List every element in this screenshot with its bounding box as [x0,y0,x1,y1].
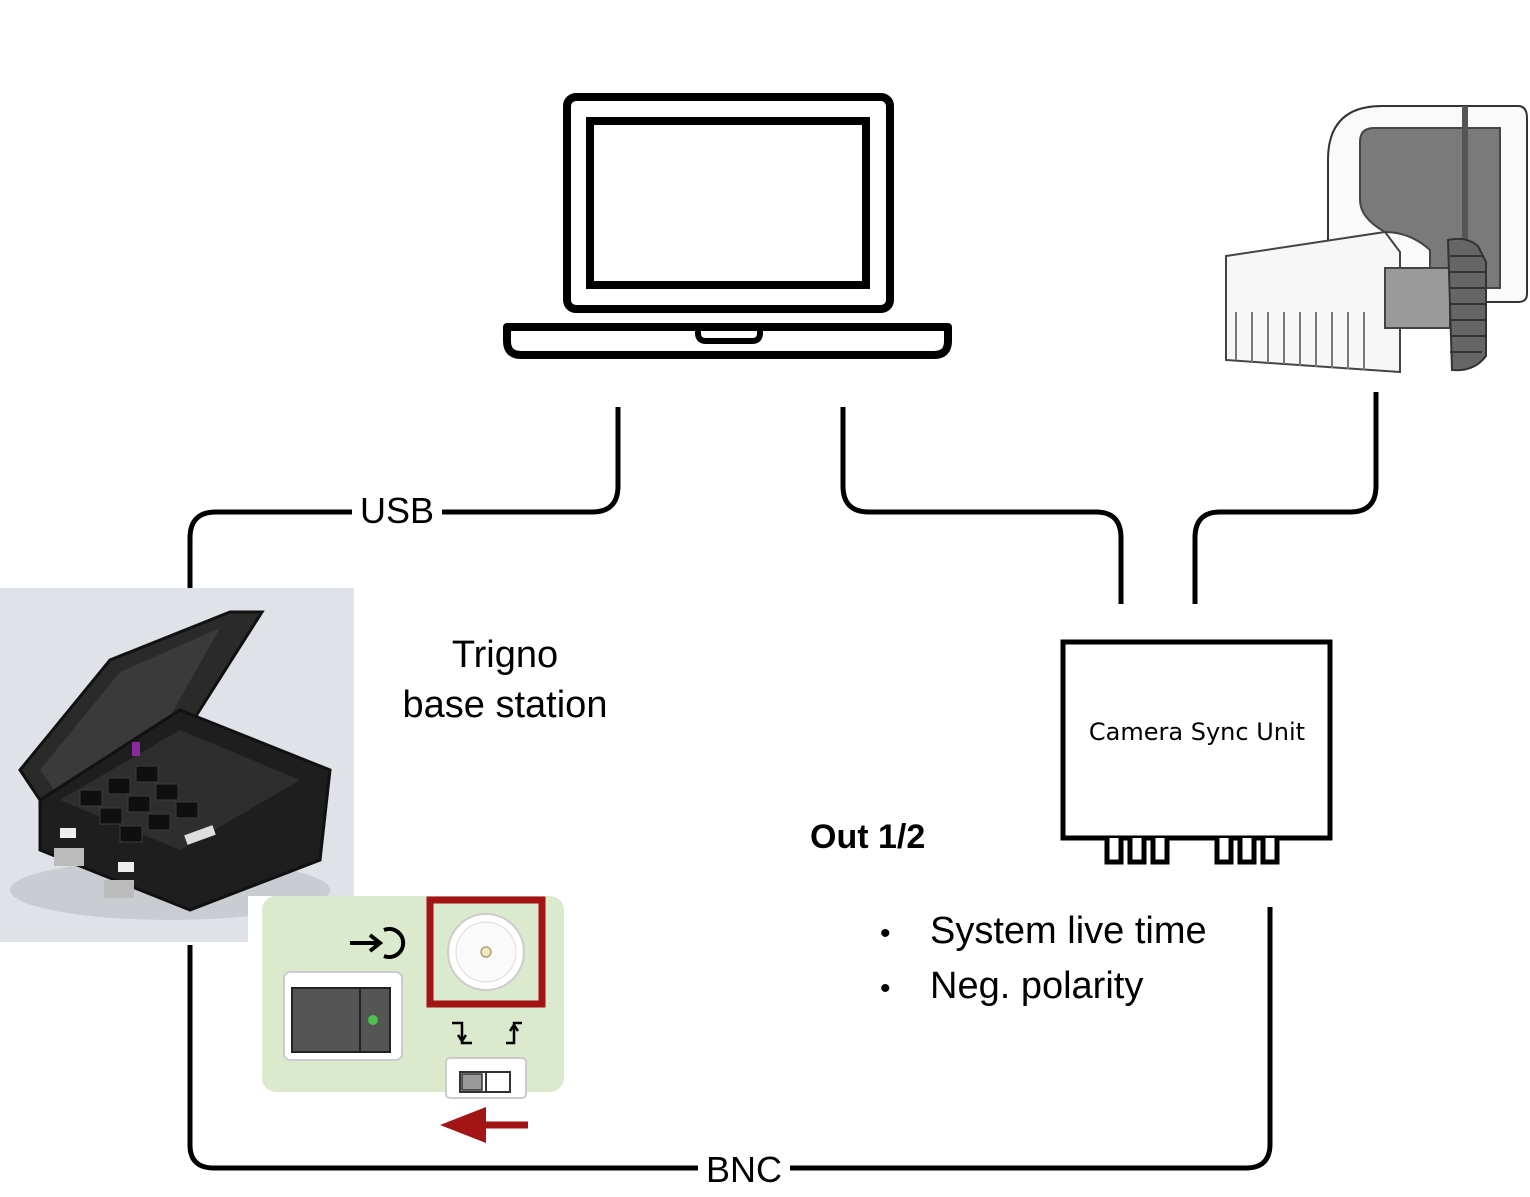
base-station-label-line1: Trigno [451,634,559,676]
bnc-label: BNC [698,1150,791,1190]
base-station-case-icon [0,588,354,942]
usb-label: USB [352,491,443,531]
output-settings-list: System live time Neg. polarity [880,905,1207,1015]
output-setting-live-time: System live time [930,910,1207,952]
camera-to-sync-cable [1192,392,1379,604]
sync-unit-ports [1104,838,1280,865]
polarity-switch-icon [459,1071,511,1093]
camera-icon [1225,105,1528,374]
camera-sync-unit [1060,639,1333,865]
laptop-to-sync-cable [840,407,1124,604]
list-item: System live time [880,905,1207,960]
base-station-label-line2: base station [402,684,608,726]
output-setting-polarity: Neg. polarity [930,965,1144,1007]
output-label: Out 1/2 [810,818,926,856]
base-station-label: Trigno base station [380,630,630,730]
laptop-icon [503,93,952,359]
trigger-input-icon [350,927,406,959]
bnc-input-panel-icon [248,896,564,1105]
rising-edge-icon [506,1021,522,1045]
sync-unit-label: Camera Sync Unit [1088,718,1306,746]
falling-edge-icon [452,1021,472,1045]
left-arrow-icon [440,1107,528,1143]
list-item: Neg. polarity [880,960,1207,1015]
